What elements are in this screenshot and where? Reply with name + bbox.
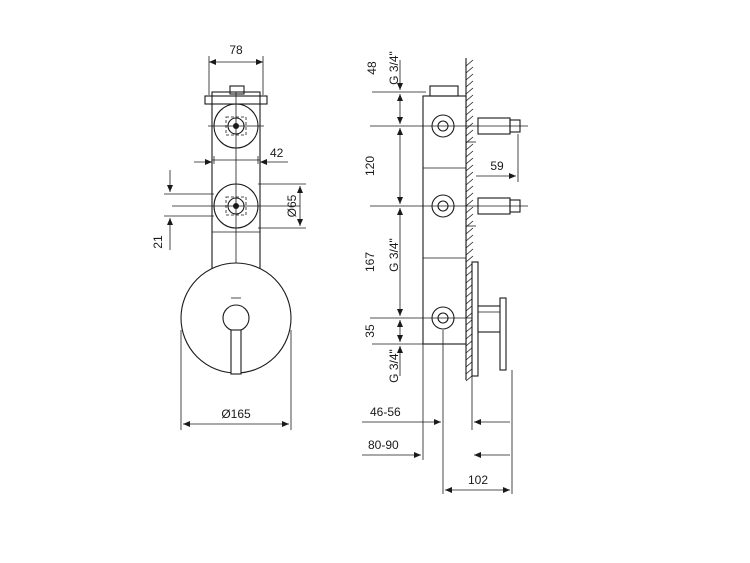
wall-hatch-line (465, 59, 474, 67)
dim-59: 59 (476, 134, 519, 182)
wall-hatch-line (465, 255, 474, 263)
upper-port-front (208, 103, 264, 149)
wall-hatch-line (465, 227, 474, 235)
wall-hatch-line (465, 66, 474, 74)
dim-d165: Ø165 (180, 330, 292, 430)
dim-chain-vertical (372, 60, 426, 376)
wall-hatch-line (465, 101, 474, 109)
wall-hatch-line (465, 143, 474, 151)
wall-hatch-line (465, 94, 474, 102)
outlet-port-top (370, 114, 528, 138)
dim-78-label: 78 (229, 43, 243, 57)
dim-59-label: 59 (490, 159, 504, 173)
dim-d65-label: Ø65 (285, 194, 299, 217)
wall-hatch-line (465, 192, 474, 200)
dim-42-label: 42 (270, 146, 284, 160)
dim-102: 102 (445, 473, 510, 493)
wall-hatch-line (465, 73, 474, 81)
dim-d65: Ø65 (258, 183, 306, 229)
wall-hatch-line (465, 157, 474, 165)
dim-167: 167 (363, 252, 377, 272)
dim-thread-mid: G 3/4" (387, 238, 401, 272)
wall-hatch-line (465, 248, 474, 256)
middle-port-front (172, 183, 300, 229)
dim-78: 78 (208, 43, 264, 95)
wall-hatch-line (465, 164, 474, 172)
wall-hatch-line (465, 108, 474, 116)
dim-80-90: 80-90 (362, 438, 510, 458)
dim-d165-label: Ø165 (221, 407, 251, 421)
dim-21: 21 (151, 170, 214, 250)
outlet-port-middle (370, 194, 528, 218)
dim-120: 120 (363, 156, 377, 176)
wall-hatch-line (465, 234, 474, 242)
dim-35: 35 (363, 324, 377, 338)
wall-hatch-line (465, 150, 474, 158)
wall-hatch-line (465, 129, 474, 137)
dim-48: 48 (365, 61, 379, 75)
dim-thread-top: G 3/4" (387, 51, 401, 85)
dim-42: 42 (194, 146, 288, 165)
wall-hatch-line (465, 80, 474, 88)
dim-46-56-label: 46-56 (370, 405, 401, 419)
wall-hatch-line (465, 115, 474, 123)
wall-hatch-line (465, 199, 474, 207)
dim-80-90-label: 80-90 (368, 438, 399, 452)
wall-hatch-line (465, 171, 474, 179)
dim-102-label: 102 (468, 473, 488, 487)
wall-hatch-line (465, 87, 474, 95)
dim-46-56: 46-56 (362, 405, 510, 425)
cover-plate-side (471, 261, 507, 377)
front-view: 78 42 Ø65 21 Ø165 (151, 43, 306, 430)
dim-thread-bottom: G 3/4" (387, 349, 401, 383)
wall-hatch-line (465, 185, 474, 193)
wall-hatch-line (465, 241, 474, 249)
wall-hatch-line (465, 178, 474, 186)
wall-hatch-line (465, 206, 474, 214)
wall-hatch-line (465, 213, 474, 221)
cover-plate-front (180, 262, 292, 375)
side-view: G 3/4" 48 120 167 G 3/4" 35 G 3/4" 59 46… (362, 51, 528, 494)
dim-21-label: 21 (151, 235, 165, 249)
